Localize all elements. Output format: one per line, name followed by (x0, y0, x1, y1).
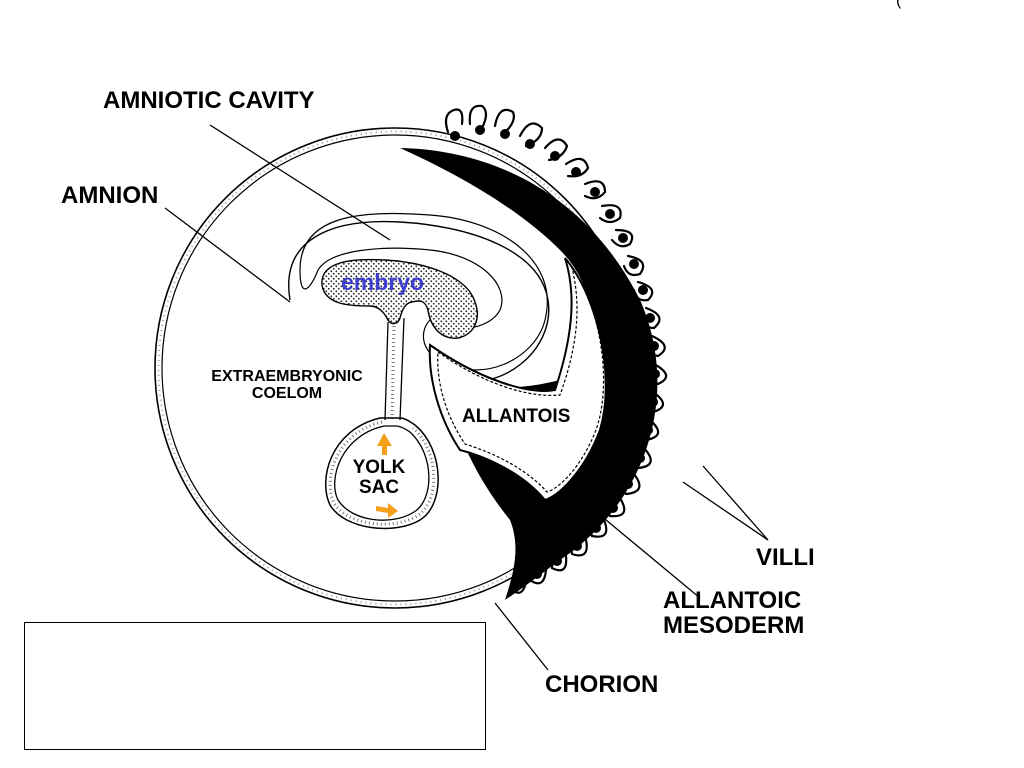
label-extraembryonic-line1: EXTRAEMBRYONIC (211, 368, 363, 385)
amnion-membrane (288, 220, 550, 383)
label-extraembryonic-line2: COELOM (251, 384, 323, 402)
corner-glyph: ( (896, 0, 902, 9)
right-arrow-icon (376, 503, 398, 518)
label-yolk-sac: YOLK SAC (343, 458, 415, 498)
leader-allantoic-mesoderm (587, 504, 701, 599)
allantois-endoderm-line (437, 267, 605, 493)
label-amniotic-cavity: AMNIOTIC CAVITY (103, 87, 315, 114)
label-villi: VILLI (756, 544, 815, 571)
yolk-sac-inner (334, 425, 430, 521)
label-yolk-line1: YOLK (352, 457, 406, 478)
label-chorion: CHORION (545, 671, 659, 698)
up-arrow-icon (377, 433, 392, 455)
allantoic-mesoderm-region (400, 148, 658, 600)
blank-text-box (24, 622, 486, 750)
label-embryo: embryo (341, 269, 425, 295)
villi-stems (450, 125, 660, 579)
leader-amnion (164, 207, 291, 303)
body-stalk-right (399, 317, 405, 421)
label-amnion: AMNION (61, 182, 159, 209)
label-allantoic-line1: ALLANTOIC (663, 587, 802, 614)
embryo-body (321, 258, 479, 339)
label-allantois: ALLANTOIS (462, 406, 571, 427)
body-stalk-dots (390, 321, 396, 421)
leader-lines (164, 124, 769, 671)
amniotic-cavity-region (299, 212, 548, 371)
leader-chorion (494, 602, 549, 671)
leader-villi-2 (702, 465, 769, 541)
allantois-region (428, 257, 607, 502)
yolk-sac-outer (324, 417, 439, 530)
label-allantoic-line2: MESODERM (663, 612, 805, 640)
body-stalk-left (384, 321, 389, 421)
label-allantoic-mesoderm: ALLANTOIC MESODERM (663, 587, 805, 640)
leader-villi-1 (682, 481, 769, 541)
label-extraembryonic-coelom: EXTRAEMBRYONIC COELOM (197, 368, 377, 403)
leader-amniotic-cavity (209, 124, 391, 241)
label-yolk-line2: SAC (358, 476, 400, 498)
yolk-sac-arrows (376, 433, 398, 518)
